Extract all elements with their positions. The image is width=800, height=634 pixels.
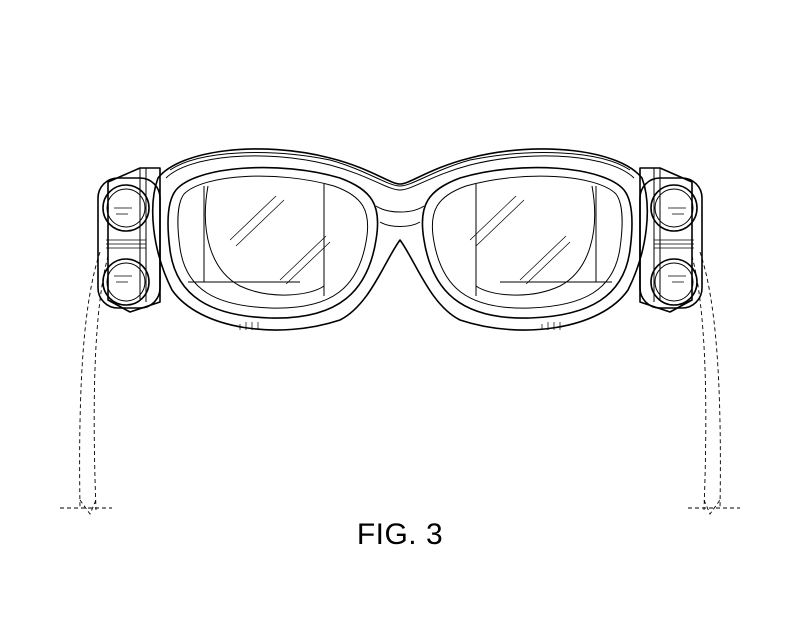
frame — [151, 148, 649, 331]
left-lens — [167, 166, 379, 330]
figure-label: FIG. 3 — [356, 518, 444, 551]
left-hinge-module — [97, 167, 161, 313]
right-lens — [421, 166, 633, 330]
right-hinge-module — [639, 167, 703, 313]
bridge — [375, 205, 425, 227]
